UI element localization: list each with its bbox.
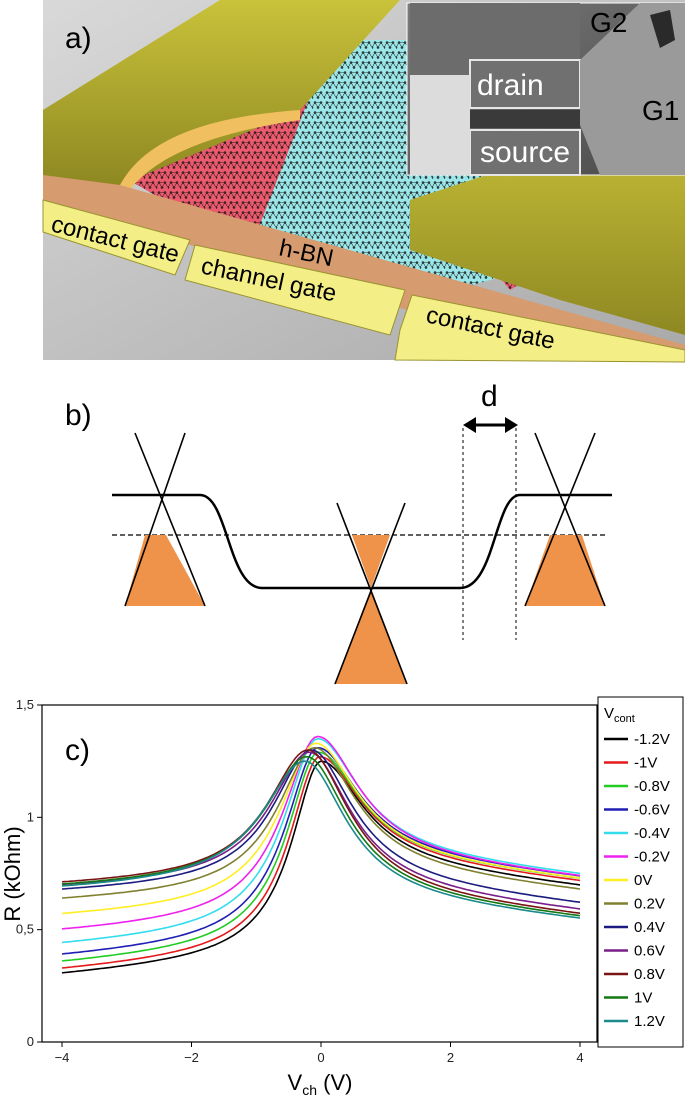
x-tick-label: −2: [184, 1050, 199, 1065]
panel-c-label: c): [65, 734, 90, 767]
left-gate-electrode: [410, 75, 470, 175]
legend-entry: -0.4V: [634, 825, 670, 842]
sem-inset: drain source G1 G2: [406, 2, 685, 176]
contact-gate-left: [42, 199, 191, 276]
panel-a-label: a): [65, 22, 92, 55]
series-line: [61, 760, 581, 974]
left-cone-fill: [125, 535, 205, 606]
panel-b: b) d: [65, 380, 612, 685]
center-cone-line-1: [336, 502, 408, 685]
g1-electrode: [580, 3, 685, 175]
contact-gate-right: [394, 294, 685, 363]
g2-label: G2: [590, 7, 627, 38]
y-axis-title: R (kOhm): [0, 826, 25, 921]
left-contact-edge: [120, 110, 300, 190]
channel-gate: [184, 244, 406, 336]
y-tick-label: 0: [27, 1034, 34, 1049]
legend-entry: -1.2V: [634, 731, 670, 748]
legend-entry: 0V: [634, 872, 652, 889]
panel-c: c) −4 −2 0 2 4 0 0,5 1 1,5 R (kOhm) Vch (V) Vcon…: [0, 696, 684, 1097]
legend-entry: -0.6V: [634, 802, 670, 819]
legend-entry: -0.8V: [634, 778, 670, 795]
x-tick-label: −4: [55, 1050, 70, 1065]
series-line: [61, 751, 581, 962]
x-axis-title: Vch (V): [288, 1070, 353, 1097]
series-line: [61, 755, 581, 969]
legend-entry: 0.2V: [634, 896, 665, 913]
d-arrow-head-left: [463, 417, 476, 433]
right-cone-line-1: [534, 432, 606, 607]
g2-electrode: [650, 10, 675, 48]
series-line: [61, 746, 581, 955]
series-line: [61, 749, 581, 903]
right-cone-line-2: [524, 432, 596, 607]
y-tick-label: 1,5: [16, 697, 34, 712]
series-line: [61, 742, 581, 915]
g1-label: G1: [642, 95, 679, 126]
source-label: source: [480, 136, 570, 169]
center-cone-upper-fill: [352, 535, 390, 588]
series-line: [61, 746, 581, 899]
center-cone-line-2: [334, 502, 406, 685]
series-line: [61, 755, 581, 917]
legend-entry: -0.2V: [634, 849, 670, 866]
legend-entry: 0.6V: [634, 943, 665, 960]
plot-frame: [41, 704, 598, 1043]
center-cone-lower-fill: [335, 588, 407, 684]
resistance-chart: −4 −2 0 2 4 0 0,5 1 1,5 R (kOhm) Vch (V): [0, 697, 598, 1097]
channel-gap: [470, 110, 580, 128]
series-line: [61, 760, 581, 919]
x-tick-label: 4: [576, 1050, 583, 1065]
left-cone-line-2: [124, 432, 186, 607]
legend-entry: 1V: [634, 990, 652, 1007]
series-line: [61, 735, 581, 930]
legend-entry: 0.8V: [634, 966, 665, 983]
drain-label: drain: [477, 69, 544, 102]
legend: Vcont -1.2V -1V -0.8V -0.6V -0.4V -0.2V 0V 0.2V…: [597, 696, 684, 1048]
left-cone-line-1: [134, 432, 206, 607]
left-gold-contact: [43, 0, 400, 185]
y-tick-label: 1: [27, 809, 34, 824]
y-tick-label: 0,5: [16, 922, 34, 937]
legend-entry: -1V: [634, 755, 657, 772]
legend-title: Vcont: [604, 705, 635, 725]
panel-a: contact gate channel gate contact gate h…: [42, 0, 685, 363]
series-line: [61, 737, 581, 944]
legend-entry: 1.2V: [634, 1013, 665, 1030]
panel-b-label: b): [65, 399, 92, 432]
d-arrow-head-right: [505, 417, 518, 433]
x-tick-label: 2: [447, 1050, 454, 1065]
legend-frame: [597, 696, 684, 1048]
series-line: [61, 749, 581, 914]
d-label: d: [481, 380, 498, 413]
x-tick-label: 0: [317, 1050, 324, 1065]
right-cone-fill: [525, 535, 605, 606]
legend-entry: 0.4V: [634, 919, 665, 936]
hbn-layer: [43, 175, 685, 362]
potential-profile: [112, 493, 612, 590]
